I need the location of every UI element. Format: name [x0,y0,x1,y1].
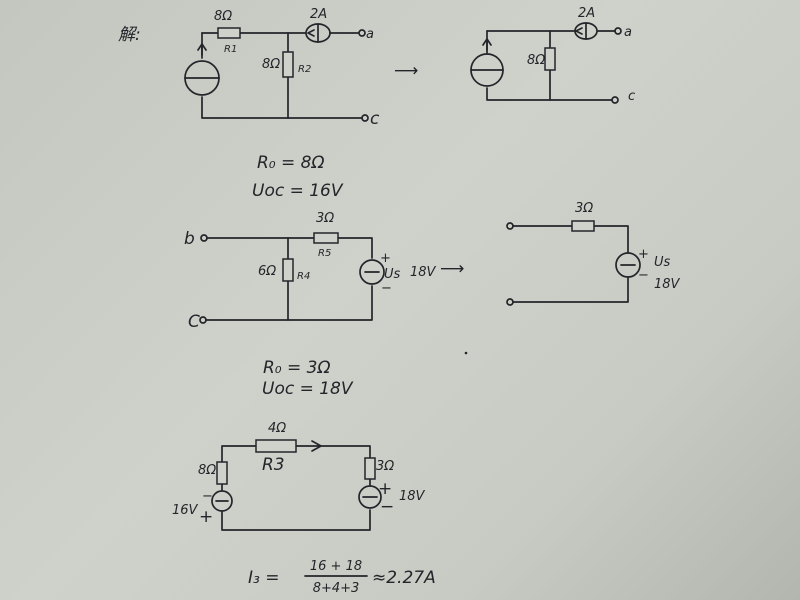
up-arrow-icon [482,38,492,51]
circuit-3: 4Ω R3 8Ω − 16V + 3Ω + 18V − [172,421,426,531]
plus-sign: + [380,251,391,266]
result1-r0: R₀ = 8Ω [257,153,325,173]
resistor-r2 [282,51,294,78]
left-r-label: 8Ω [198,463,216,478]
voltage-source-16v [211,490,233,512]
right-v-label: 18V [399,489,426,504]
voltage-source-us [359,259,385,285]
terminal-node [199,316,207,324]
terminal-node [361,114,369,122]
minus-sign: − [381,281,392,296]
r5-value: 3Ω [316,211,334,226]
r4-value: 6Ω [258,264,276,279]
equivalent-circuit-1: 2A 8Ω a c [470,6,635,104]
r-value: 3Ω [575,201,593,216]
r3-name: R3 [262,455,285,475]
formula-lhs: I₃ = [248,568,279,588]
plus-sign: + [638,247,649,262]
terminal-node [358,29,366,37]
terminal-node [506,222,514,230]
result2-r0: R₀ = 3Ω [263,358,331,378]
resistor-r3 [255,439,297,453]
resistor-3ohm [364,457,376,480]
us-value: 18V [410,265,437,280]
voltage-source-18v [358,485,382,509]
source-current-label: 2A [310,7,327,22]
terminal-a-label: a [366,27,374,42]
c2-outer-wire [205,237,373,321]
left-minus: − [202,489,213,504]
us-name: Us [384,267,401,282]
r3-value: 4Ω [268,421,286,436]
us-name: Us [654,255,671,270]
us-value: 18V [654,277,681,292]
c3-loop-wire [221,445,371,531]
r-value: 8Ω [527,53,545,68]
terminal-node [200,234,208,242]
terminal-b-label: b [184,229,195,249]
resistor-8ohm [216,461,228,485]
solution-label: 解: [118,25,141,45]
up-arrow-icon [197,43,207,56]
left-arrow-icon [307,23,319,43]
equivalent-circuit-2: 3Ω + − Us 18V [506,201,681,306]
resistor-r1 [217,27,241,39]
result1-voc: Uoc = 16V [252,181,344,201]
right-minus: − [380,497,394,517]
circuit-1: 8Ω R1 8Ω R2 2A a c [184,7,380,129]
minus-sign: − [638,268,649,283]
resistor-8ohm [544,47,556,71]
formula-denominator: 8+4+3 [313,581,360,596]
current-arrow-icon [311,440,322,452]
terminal-node [611,96,619,104]
terminal-c-label: c [370,109,380,129]
r1-name: R1 [224,44,237,55]
right-plus: + [378,479,392,499]
transform-arrow: ⟶ [394,61,418,81]
current-formula: I₃ = 16 + 18 8+4+3 ≈2.27A [248,559,436,596]
terminal-node [506,298,514,306]
left-plus: + [199,507,213,527]
e2-outer-wire [512,225,629,303]
terminal-c-label: c [628,89,635,104]
left-v-label: 16V [172,503,199,518]
transform-arrow: ⟶ [440,259,464,279]
r4-name: R4 [297,271,310,282]
resistor-r5 [313,232,339,244]
right-r-label: 3Ω [376,459,394,474]
r2-name: R2 [298,64,311,75]
circuit-2: b C 3Ω R5 6Ω R4 + − Us 18V [184,211,437,332]
speck [464,351,468,355]
terminal-node [614,27,622,35]
terminal-a-label: a [624,25,632,40]
voltage-source-us [615,252,641,278]
formula-numerator: 16 + 18 [310,559,362,574]
source-current-label: 2A [578,6,595,21]
resistor-r4 [282,258,294,282]
formula-result: ≈2.27A [372,568,436,588]
r1-value: 8Ω [214,9,232,24]
left-arrow-icon [575,22,587,40]
r2-value: 8Ω [262,57,280,72]
resistor-3ohm [571,220,595,232]
result2-voc: Uoc = 18V [262,379,354,399]
r5-name: R5 [318,248,331,259]
terminal-c-label: C [188,312,200,332]
